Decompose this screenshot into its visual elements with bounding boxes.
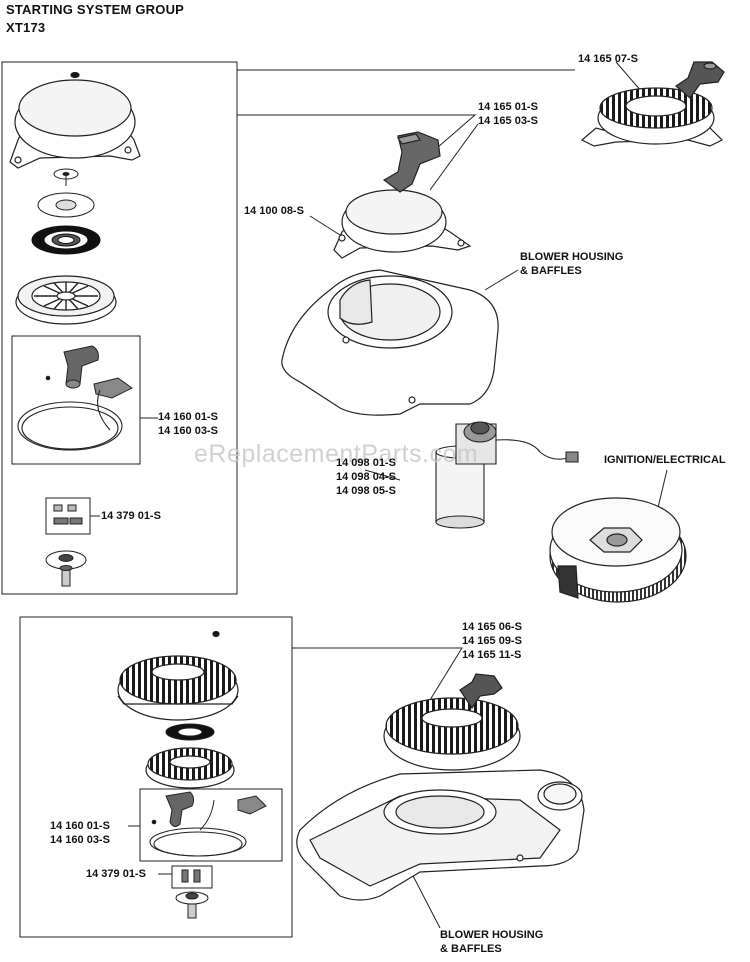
top-recoil-cover <box>10 73 140 169</box>
bottom-rope-handle <box>152 792 266 830</box>
label-blower-housing-bottom[interactable]: BLOWER HOUSING & BAFFLES <box>440 929 544 955</box>
label-starter-motor[interactable]: 14 098 01-S 14 098 04-S 14 098 05-S <box>336 457 396 497</box>
label-dog-kit-top[interactable]: 14 379 01-S <box>101 510 161 522</box>
bottom-starter-rope <box>150 828 246 856</box>
label-rope-kit-top[interactable]: 14 160 01-S 14 160 03-S <box>158 411 218 437</box>
top-starter-rope <box>18 390 122 450</box>
label-ignition[interactable]: IGNITION/ELECTRICAL <box>604 454 726 466</box>
bottom-rope-kit-frame <box>140 789 282 861</box>
blower-housing-bottom <box>297 770 584 900</box>
watermark-text: eReplacementParts.com <box>194 440 479 468</box>
label-dog-kit-bottom[interactable]: 14 379 01-S <box>86 868 146 880</box>
label-rope-kit-bottom[interactable]: 14 160 01-S 14 160 03-S <box>50 820 110 846</box>
finned-recoil-top-right <box>582 62 724 146</box>
label-top-kit[interactable]: 14 165 07-S <box>578 53 638 65</box>
blower-housing-top <box>282 270 498 415</box>
top-recoil-spring <box>32 226 100 254</box>
bottom-recoil-group-frame <box>20 617 292 937</box>
bottom-recoil-cup-screw <box>176 892 208 918</box>
top-recoil-pulley <box>16 276 116 324</box>
top-rope-kit-frame <box>12 336 140 464</box>
top-recoil-cup-screw <box>46 551 86 586</box>
label-housing-screw[interactable]: 14 100 08-S <box>244 205 304 217</box>
bottom-recoil-pulley <box>146 748 234 788</box>
label-recoil-assembly-2[interactable]: 14 165 06-S 14 165 09-S 14 165 11-S <box>462 621 522 661</box>
bottom-dog-kit-frame <box>172 866 212 888</box>
assembled-recoil-top <box>334 132 470 258</box>
top-recoil-washer <box>54 169 78 186</box>
bottom-recoil-spring <box>166 724 214 740</box>
label-blower-housing-top[interactable]: BLOWER HOUSING & BAFFLES <box>520 251 624 277</box>
top-recoil-group-frame <box>2 62 237 594</box>
flywheel <box>550 498 686 602</box>
bottom-dog-kit-parts <box>182 870 200 882</box>
label-recoil-assembly[interactable]: 14 165 01-S 14 165 03-S <box>478 101 538 127</box>
diagram-title: STARTING SYSTEM GROUP <box>6 2 185 17</box>
bottom-recoil-cover <box>118 632 238 721</box>
assembled-recoil-bottom <box>384 674 520 770</box>
top-recoil-plate <box>38 193 94 217</box>
top-dog-kit-parts <box>54 505 82 524</box>
starter-motor <box>436 422 578 528</box>
model-number: XT173 <box>6 20 46 35</box>
top-rope-handle <box>46 346 132 398</box>
top-dog-kit-frame <box>46 498 90 534</box>
